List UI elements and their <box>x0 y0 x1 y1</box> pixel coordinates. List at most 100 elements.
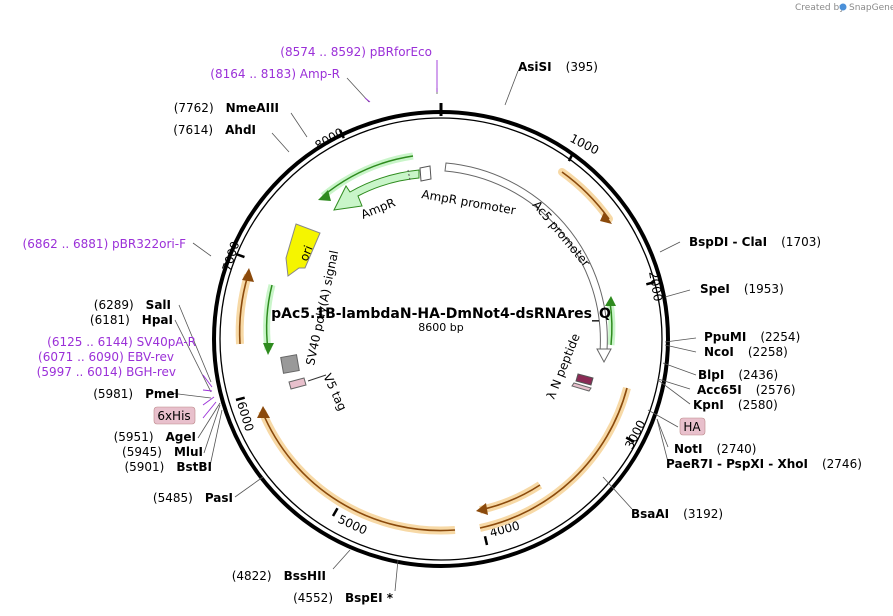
enzyme-site-label[interactable]: SpeI(1953) <box>700 282 784 296</box>
ha-feature[interactable] <box>571 382 592 392</box>
enzyme-site-label[interactable]: PpuMI (2254) <box>704 330 800 344</box>
enzyme-name: Acc65I <box>697 383 742 397</box>
enzyme-site-label[interactable]: (6289) SalI <box>94 298 171 312</box>
credit-text: Created by <box>795 3 845 13</box>
enzyme-site-label[interactable]: (7614)AhdI <box>173 123 256 137</box>
enzyme-name: SalI <box>146 298 171 312</box>
orf-arc-2-line <box>479 387 628 529</box>
enzyme-name: HpaI <box>142 313 173 327</box>
sv40-feature[interactable] <box>280 354 300 374</box>
enzyme-name: NotI <box>674 442 703 456</box>
scale-tick-mark <box>331 507 339 517</box>
enzyme-position: (2258) <box>748 345 788 359</box>
ampr-promoter-feature[interactable] <box>419 165 432 182</box>
enzyme-name: PasI <box>205 491 233 505</box>
enzyme-name: NmeAIII <box>226 101 279 115</box>
enzyme-site-label[interactable]: NcoI(2258) <box>704 345 788 359</box>
ampr-promoter-label: AmpR promoter <box>420 187 516 217</box>
scale-tick-label: 3000 <box>622 418 648 452</box>
enzyme-site-label[interactable]: BlpI(2436) <box>698 368 778 382</box>
v5-leader <box>307 374 327 382</box>
ori-feature[interactable] <box>285 223 321 277</box>
enzyme-site-label[interactable]: (5945) MluI <box>122 445 203 459</box>
plasmid-size: 8600 bp <box>418 321 463 334</box>
enzyme-site-label[interactable]: (5901)BstBI <box>124 460 212 474</box>
primer-label[interactable]: (6862 .. 6881) pBR322ori-F <box>23 237 187 251</box>
enzyme-name: AhdI <box>225 123 256 137</box>
orf-arc-5-arrow-icon <box>242 268 254 282</box>
scale-tick-mark <box>625 436 635 444</box>
ha-tag-box[interactable] <box>679 417 706 436</box>
enzyme-position: (2580) <box>738 398 778 412</box>
v5-tag-feature[interactable] <box>288 377 307 390</box>
ha-tag-label: HA <box>683 420 701 434</box>
enzyme-position: (3192) <box>683 507 723 521</box>
green-arc-right-arrow-icon <box>605 296 616 306</box>
scale-tick-mark <box>235 252 245 259</box>
enzyme-site-label[interactable]: (5981) PmeI <box>93 387 179 401</box>
backbone-outer <box>212 110 670 568</box>
green-arc-top-arrow-icon <box>318 190 331 201</box>
his-tag-box[interactable] <box>153 406 196 425</box>
enzyme-site-label[interactable]: (6181)HpaI <box>90 313 173 327</box>
ampr-feature[interactable] <box>333 169 420 211</box>
primer-label[interactable]: (8164 .. 8183) Amp-R <box>210 67 340 81</box>
enzyme-position: (2254) <box>760 330 800 344</box>
enzyme-name: MluI <box>174 445 203 459</box>
enzyme-site-label[interactable]: (5485) PasI <box>153 491 233 505</box>
enzyme-site-label[interactable]: (4552)BspEI * <box>293 591 394 605</box>
enzyme-position: (1703) <box>781 235 821 249</box>
orf-arc-1-arrow-icon <box>600 212 612 224</box>
green-arc-left-arrow-icon <box>263 343 274 355</box>
credit-brand: SnapGene <box>849 3 893 13</box>
enzyme-site-label[interactable]: (7762) NmeAIII <box>174 101 279 115</box>
green-arc-top-line <box>322 155 414 197</box>
scale-tick-label: 6000 <box>234 400 256 433</box>
enzyme-position: (2740) <box>717 442 757 456</box>
enzyme-site-label[interactable]: BspDI - ClaI (1703) <box>689 235 821 249</box>
v5-label: V5 tag <box>320 371 349 413</box>
enzyme-site-label[interactable]: PaeR7I - PspXI - XhoI (2746) <box>666 457 862 471</box>
scale-tick-mark <box>338 129 345 139</box>
enzyme-name: PaeR7I - PspXI - XhoI <box>666 457 808 471</box>
orf-arc-4-arrow-icon <box>257 406 270 418</box>
enzyme-name: SpeI <box>700 282 730 296</box>
enzyme-position: (2436) <box>738 368 778 382</box>
green-arcs <box>263 152 616 355</box>
orf-arcs <box>235 168 631 535</box>
primer-lines <box>202 60 438 419</box>
enzyme-site-label[interactable]: KpnI (2580) <box>693 398 778 412</box>
enzyme-position: (5485) <box>153 491 193 505</box>
enzyme-position: (6289) <box>94 298 134 312</box>
primer-label[interactable]: (8574 .. 8592) pBRforEco <box>280 45 432 59</box>
enzyme-site-label[interactable]: NotI (2740) <box>674 442 756 456</box>
ori-label: ori <box>297 243 316 263</box>
enzyme-name: KpnI <box>693 398 724 412</box>
ac5-promoter-arrow-icon <box>596 348 612 364</box>
enzyme-name: BsaAI <box>631 507 669 521</box>
enzyme-site-label[interactable]: (5951)AgeI <box>114 430 196 444</box>
plasmid-name: pAc5.1B-lambdaN-HA-DmNot4-dsRNAres_Q <box>271 306 611 322</box>
primer-label[interactable]: (5997 .. 6014) BGH-rev <box>37 365 176 379</box>
enzyme-position: (5901) <box>124 460 164 474</box>
enzyme-position: (2746) <box>822 457 862 471</box>
lambda-n-feature[interactable] <box>575 373 594 386</box>
enzyme-name: BspDI - ClaI <box>689 235 767 249</box>
his-tag-label: 6xHis <box>157 409 190 423</box>
enzyme-site-label[interactable]: BsaAI (3192) <box>631 507 723 521</box>
primer-label[interactable]: (6071 .. 6090) EBV-rev <box>38 350 174 364</box>
orf-arc-4-line <box>261 410 456 532</box>
enzyme-site-label[interactable]: (4822)BssHII <box>232 569 326 583</box>
scale-tick-mark <box>235 396 246 402</box>
enzyme-name: PpuMI <box>704 330 746 344</box>
enzyme-position: (5981) <box>93 387 133 401</box>
enzyme-site-label[interactable]: AsiSI(395) <box>518 60 598 74</box>
enzyme-site-label[interactable]: Acc65I(2576) <box>697 383 796 397</box>
primer-label[interactable]: (6125 .. 6144) SV40pA-R <box>47 335 196 349</box>
enzyme-position: (5945) <box>122 445 162 459</box>
enzyme-name: PmeI <box>145 387 179 401</box>
lambda-n-label: λ N peptide <box>544 332 583 402</box>
ampr-label: AmpR <box>359 195 397 221</box>
enzyme-position: (4552) <box>293 591 333 605</box>
enzyme-position: (7762) <box>174 101 214 115</box>
